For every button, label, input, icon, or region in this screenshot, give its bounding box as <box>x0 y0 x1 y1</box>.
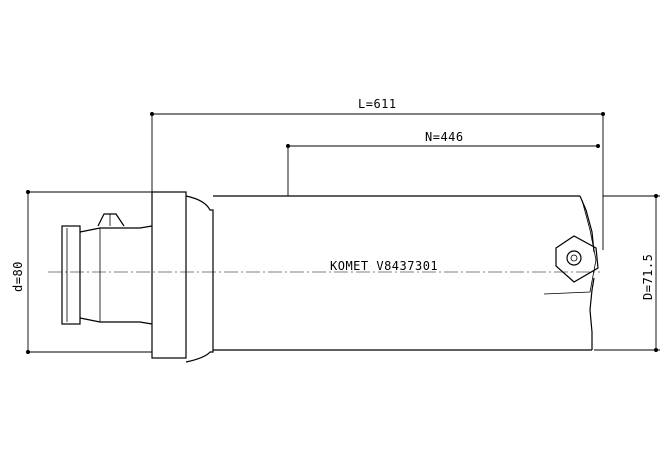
shank-diameter-label: d=80 <box>11 261 25 292</box>
insert-length-label: N=446 <box>425 130 464 144</box>
shank-adapter <box>61 213 153 325</box>
tool-body <box>213 195 597 351</box>
cutting-insert <box>555 235 599 283</box>
overall-length-label: L=611 <box>358 97 397 111</box>
dimension-shank-diameter: d=80 <box>11 190 152 354</box>
dimension-insert-length: N=446 <box>286 130 600 196</box>
dimension-cutting-diameter: D=71.5 <box>594 194 660 352</box>
tool-marking: KOMET V8437301 <box>330 259 438 273</box>
cutting-diameter-label: D=71.5 <box>641 254 655 300</box>
flange <box>151 191 214 363</box>
dimension-overall-length: L=611 <box>150 97 605 250</box>
